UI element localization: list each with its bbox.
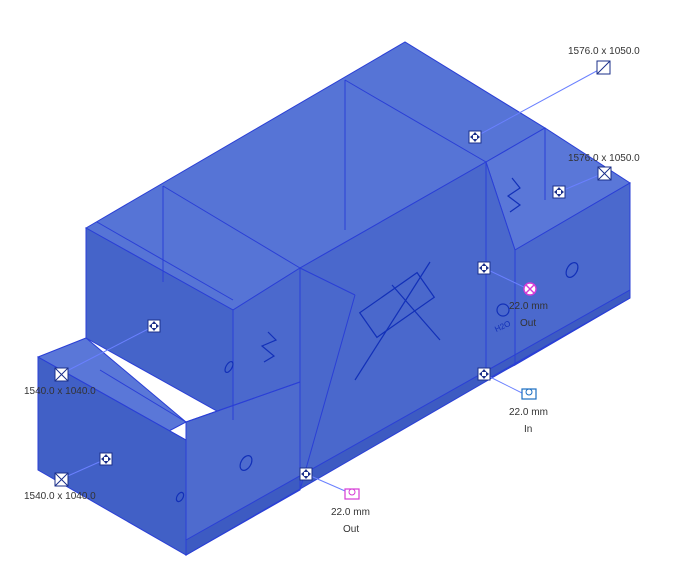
fan-symbol	[506, 177, 522, 213]
move-grip-icon[interactable]	[99, 452, 113, 466]
access-door-symbol	[565, 262, 579, 278]
duct-connector-right-outlet[interactable]	[597, 166, 612, 181]
section-line	[299, 267, 356, 296]
dimension-label-top-outlet: 1576.0 x 1050.0	[568, 46, 640, 57]
dimension-label-left-lower: 1540.0 x 1040.0	[24, 491, 96, 502]
move-grip-icon[interactable]	[477, 367, 491, 381]
section-line	[96, 221, 234, 301]
duct-connector-left-upper[interactable]	[54, 367, 69, 382]
access-door-symbol	[239, 455, 253, 471]
connector-size-label: 22.0 mm	[509, 301, 548, 312]
dimension-label-right-outlet: 1576.0 x 1050.0	[568, 153, 640, 164]
duct-connector-top-outlet[interactable]	[596, 60, 611, 75]
access-door-symbol	[175, 491, 185, 503]
coil-symbol	[354, 261, 441, 381]
move-grip-icon[interactable]	[299, 467, 313, 481]
move-grip-icon[interactable]	[147, 319, 161, 333]
duct-connector-left-lower[interactable]	[54, 472, 69, 487]
connector-size-label: 22.0 mm	[509, 407, 548, 418]
access-door-symbol	[224, 360, 234, 374]
pipe-connector-blue-middle[interactable]	[521, 388, 537, 400]
section-line	[299, 294, 356, 491]
move-grip-icon[interactable]	[552, 185, 566, 199]
pipe-connector-pink-lower[interactable]	[344, 488, 360, 500]
air-handling-unit[interactable]: H2O	[37, 41, 631, 556]
pipe-connector-pink-upper[interactable]	[523, 282, 537, 296]
section-line	[185, 381, 301, 423]
lower-block-front	[185, 381, 301, 556]
connector-size-label: 22.0 mm	[331, 507, 370, 518]
section-line	[344, 79, 487, 163]
dimension-label-left-upper: 1540.0 x 1040.0	[24, 386, 96, 397]
connector-direction-label: Out	[343, 524, 359, 535]
section-line	[485, 297, 631, 381]
fan-symbol	[260, 331, 278, 363]
move-grip-icon[interactable]	[468, 130, 482, 144]
pipe-connector-icon[interactable]	[521, 388, 537, 400]
section-line	[162, 185, 301, 269]
pipe-connector-icon[interactable]	[344, 488, 360, 500]
connector-direction-label: Out	[520, 318, 536, 329]
section-line	[99, 369, 187, 423]
move-grip-icon[interactable]	[477, 261, 491, 275]
connector-direction-label: In	[524, 424, 532, 435]
